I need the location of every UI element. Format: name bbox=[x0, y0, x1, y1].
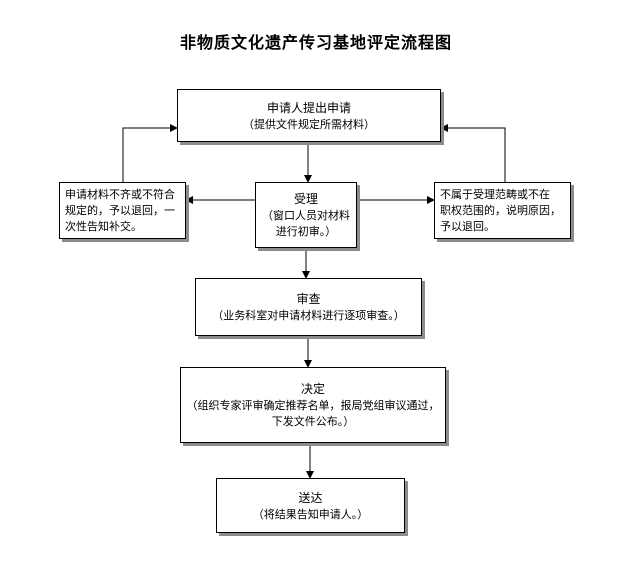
node-out-of-scope: 不属于受理范畴或不在 职权范围的，说明原因， 予以退回。 bbox=[434, 182, 571, 239]
node-deliver-head: 送达 bbox=[298, 490, 323, 505]
node-incomplete-line-3: 次性告知补交。 bbox=[65, 219, 142, 233]
node-decision-line-1: （组织专家评审确定推荐名单，报局党组审议通过， bbox=[186, 399, 440, 412]
node-review-line-1: （业务科室对申请材料进行逐项审查。） bbox=[212, 309, 405, 322]
page-title: 非物质文化遗产传习基地评定流程图 bbox=[179, 33, 452, 52]
node-accept-line-1: （窗口人员对材料 bbox=[262, 209, 350, 222]
node-incomplete-line-1: 申请材料不齐或不符合 bbox=[65, 187, 175, 201]
node-out-of-scope-line-2: 职权范围的，说明原因， bbox=[440, 203, 561, 217]
node-decision-head: 决定 bbox=[300, 382, 325, 396]
node-deliver-line-1: （将结果告知申请人。） bbox=[252, 507, 369, 521]
node-apply-line-1: （提供文件规定所需材料） bbox=[243, 117, 375, 131]
node-decision-line-2: 下发文件公布。） bbox=[271, 415, 355, 428]
node-out-of-scope-line-3: 予以退回。 bbox=[440, 219, 495, 233]
node-accept: 受理 （窗口人员对材料 进行初审。） bbox=[255, 182, 357, 248]
node-review: 审查 （业务科室对申请材料进行逐项审查。） bbox=[195, 278, 422, 336]
node-decision: 决定 （组织专家评审确定推荐名单，报局党组审议通过， 下发文件公布。） bbox=[180, 367, 446, 443]
node-accept-head: 受理 bbox=[293, 192, 318, 206]
node-out-of-scope-line-1: 不属于受理范畴或不在 bbox=[440, 187, 550, 201]
node-apply-head: 申请人提出申请 bbox=[266, 100, 351, 115]
node-incomplete-line-2: 规定的，予以退回，一 bbox=[65, 203, 175, 217]
node-accept-line-2: 进行初审。） bbox=[275, 225, 337, 238]
arrow-out-of-scope-to-apply bbox=[440, 124, 506, 182]
node-apply: 申请人提出申请 （提供文件规定所需材料） bbox=[177, 89, 441, 142]
node-deliver: 送达 （将结果告知申请人。） bbox=[216, 478, 405, 533]
node-incomplete: 申请材料不齐或不符合 规定的，予以退回，一 次性告知补交。 bbox=[59, 182, 186, 239]
arrow-incomplete-to-apply bbox=[122, 124, 178, 182]
node-review-head: 审查 bbox=[296, 292, 321, 306]
